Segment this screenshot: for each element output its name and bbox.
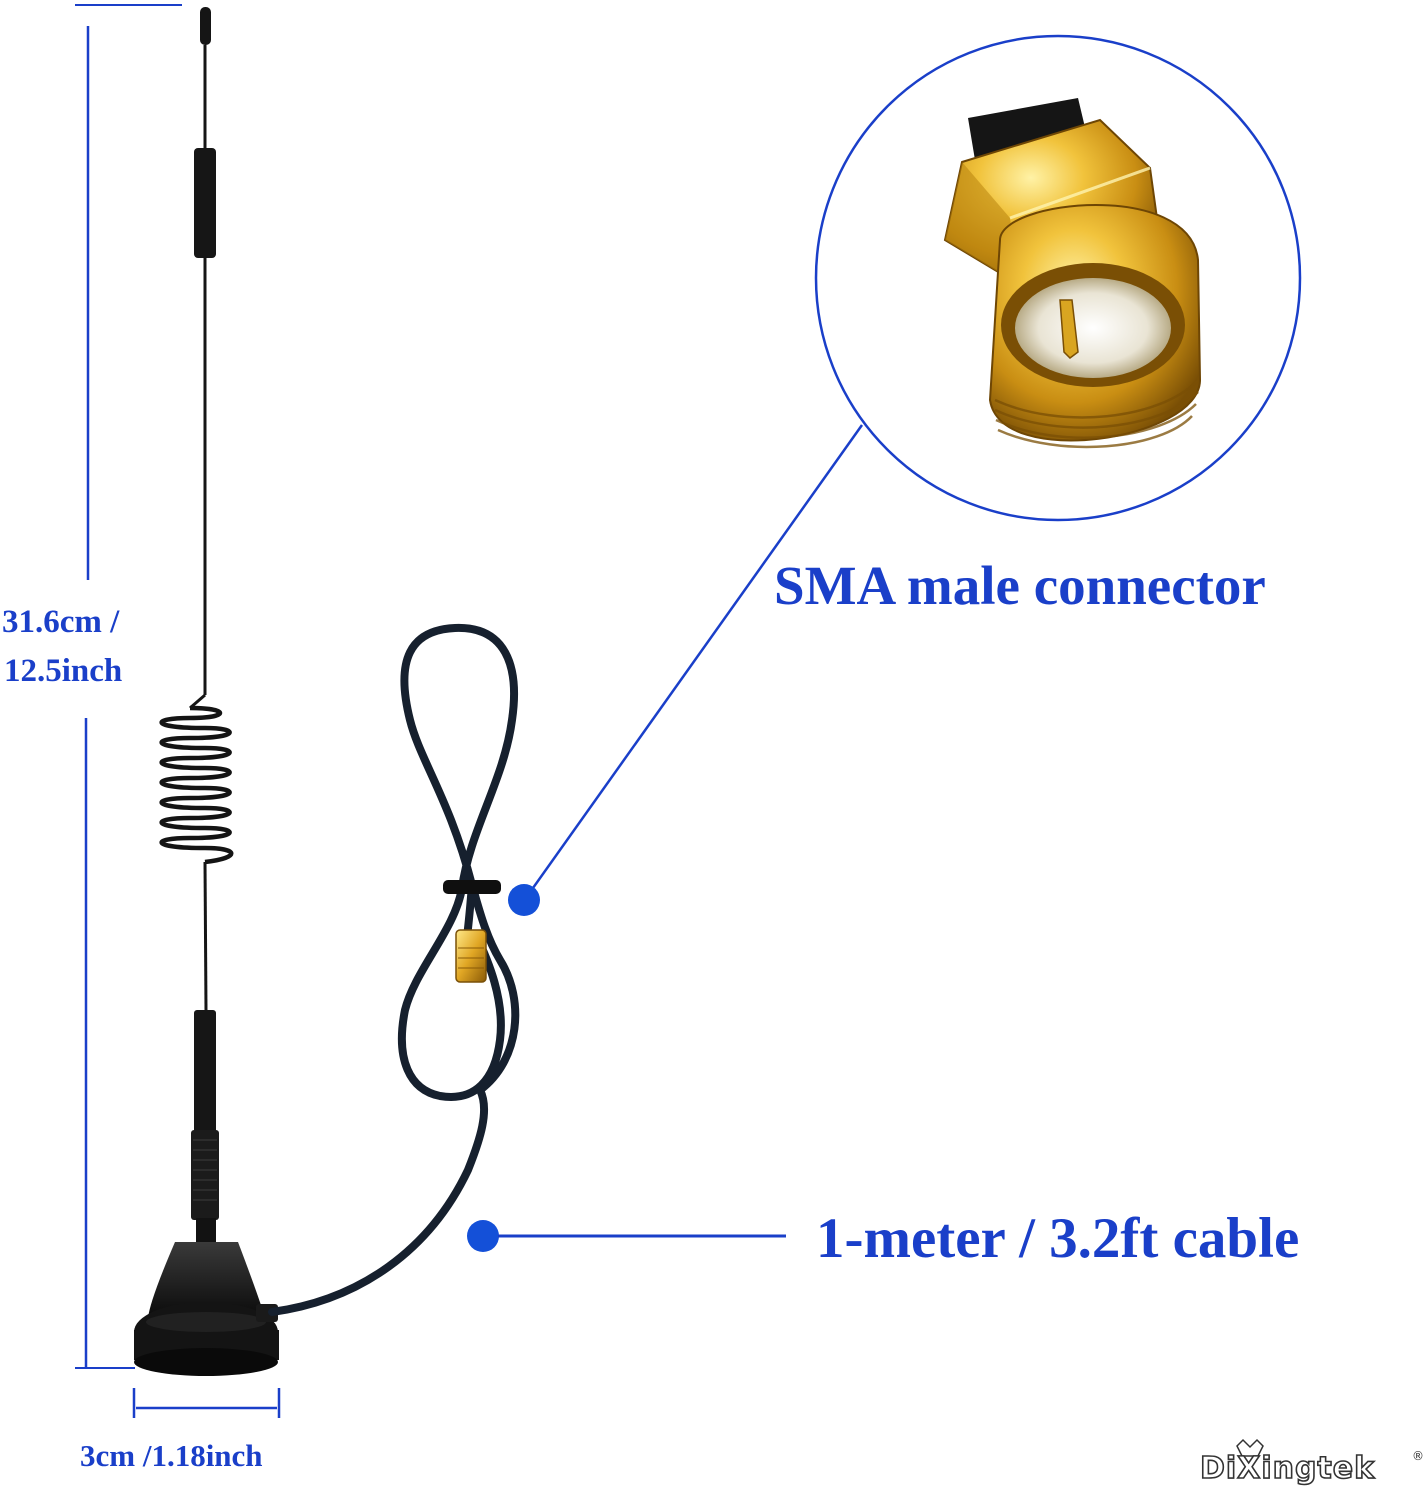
cable-connector-icon xyxy=(455,929,487,983)
connector-callout-dot xyxy=(508,884,540,916)
connector-zoom xyxy=(526,34,1302,896)
registered-mark: ® xyxy=(1412,1449,1424,1463)
sma-connector-icon xyxy=(943,98,1202,449)
width-label: 3cm /1.18inch xyxy=(80,1438,263,1473)
cable-tie xyxy=(443,880,501,894)
brand-logo: DiXingtek ® xyxy=(1199,1448,1424,1494)
connector-label: SMA male connector xyxy=(774,555,1266,616)
height-dimension xyxy=(75,4,182,1369)
height-label-inch: 12.5inch xyxy=(4,653,123,689)
antenna-icon xyxy=(134,7,279,1376)
width-dimension xyxy=(132,1388,281,1418)
cable-label: 1-meter / 3.2ft cable xyxy=(816,1207,1300,1270)
cable-callout-dot xyxy=(467,1220,499,1252)
brand-name: DiXingtek xyxy=(1199,1451,1376,1486)
brand-mascot-icon xyxy=(1236,1438,1264,1457)
height-label-cm: 31.6cm / xyxy=(2,604,120,640)
